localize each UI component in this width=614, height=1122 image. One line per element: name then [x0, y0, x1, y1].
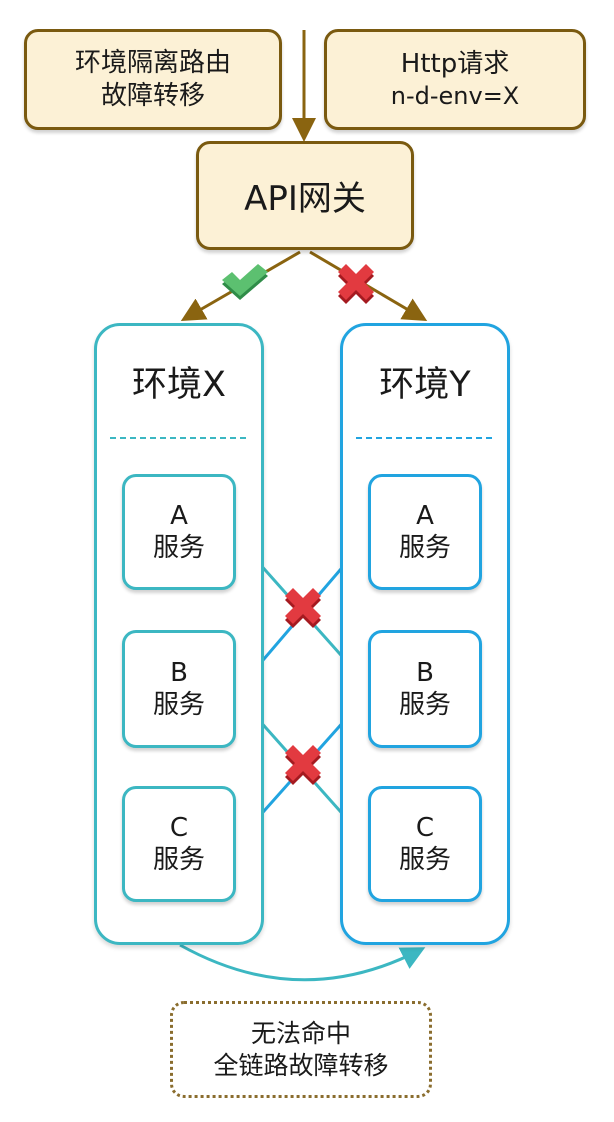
env-x-title: 环境X: [132, 365, 226, 405]
failover-routing-line2: 故障转移: [100, 80, 205, 111]
http-request-box: Http请求 n-d-env=X: [324, 29, 586, 130]
api-gateway-label: API网关: [244, 179, 366, 219]
api-gateway-box: API网关: [196, 141, 414, 250]
service-letter: A: [170, 500, 188, 531]
service-letter: B: [170, 657, 188, 688]
env-y-service-b: B 服务: [368, 630, 482, 748]
service-letter: C: [169, 812, 189, 843]
http-request-line1: Http请求: [400, 49, 510, 80]
service-label: 服务: [398, 690, 451, 720]
service-letter: C: [415, 812, 435, 843]
service-label: 服务: [398, 845, 451, 875]
env-x-service-b: B 服务: [122, 630, 236, 748]
service-label: 服务: [152, 533, 205, 563]
service-label: 服务: [152, 845, 205, 875]
failover-routing-box: 环境隔离路由 故障转移: [24, 29, 282, 130]
service-label: 服务: [398, 533, 451, 563]
env-y-service-a: A 服务: [368, 474, 482, 590]
gateway-to-env-x-arrow: [180, 250, 301, 322]
http-request-header: n-d-env=X: [390, 81, 520, 110]
no-hit-failover-box: 无法命中 全链路故障转移: [170, 1001, 432, 1098]
failover-routing-line1: 环境隔离路由: [74, 48, 231, 78]
env-y-service-c: C 服务: [368, 786, 482, 902]
no-hit-line2: 全链路故障转移: [213, 1050, 389, 1080]
service-label: 服务: [152, 690, 205, 720]
service-letter: B: [416, 657, 434, 688]
env-x-service-c: C 服务: [122, 786, 236, 902]
env-y-title: 环境Y: [379, 365, 471, 405]
env-x-service-a: A 服务: [122, 474, 236, 590]
service-letter: A: [416, 500, 434, 531]
no-hit-line1: 无法命中: [250, 1019, 351, 1049]
gateway-to-env-y-arrow: [309, 250, 428, 322]
env-x-to-env-y-curve: [179, 943, 426, 982]
